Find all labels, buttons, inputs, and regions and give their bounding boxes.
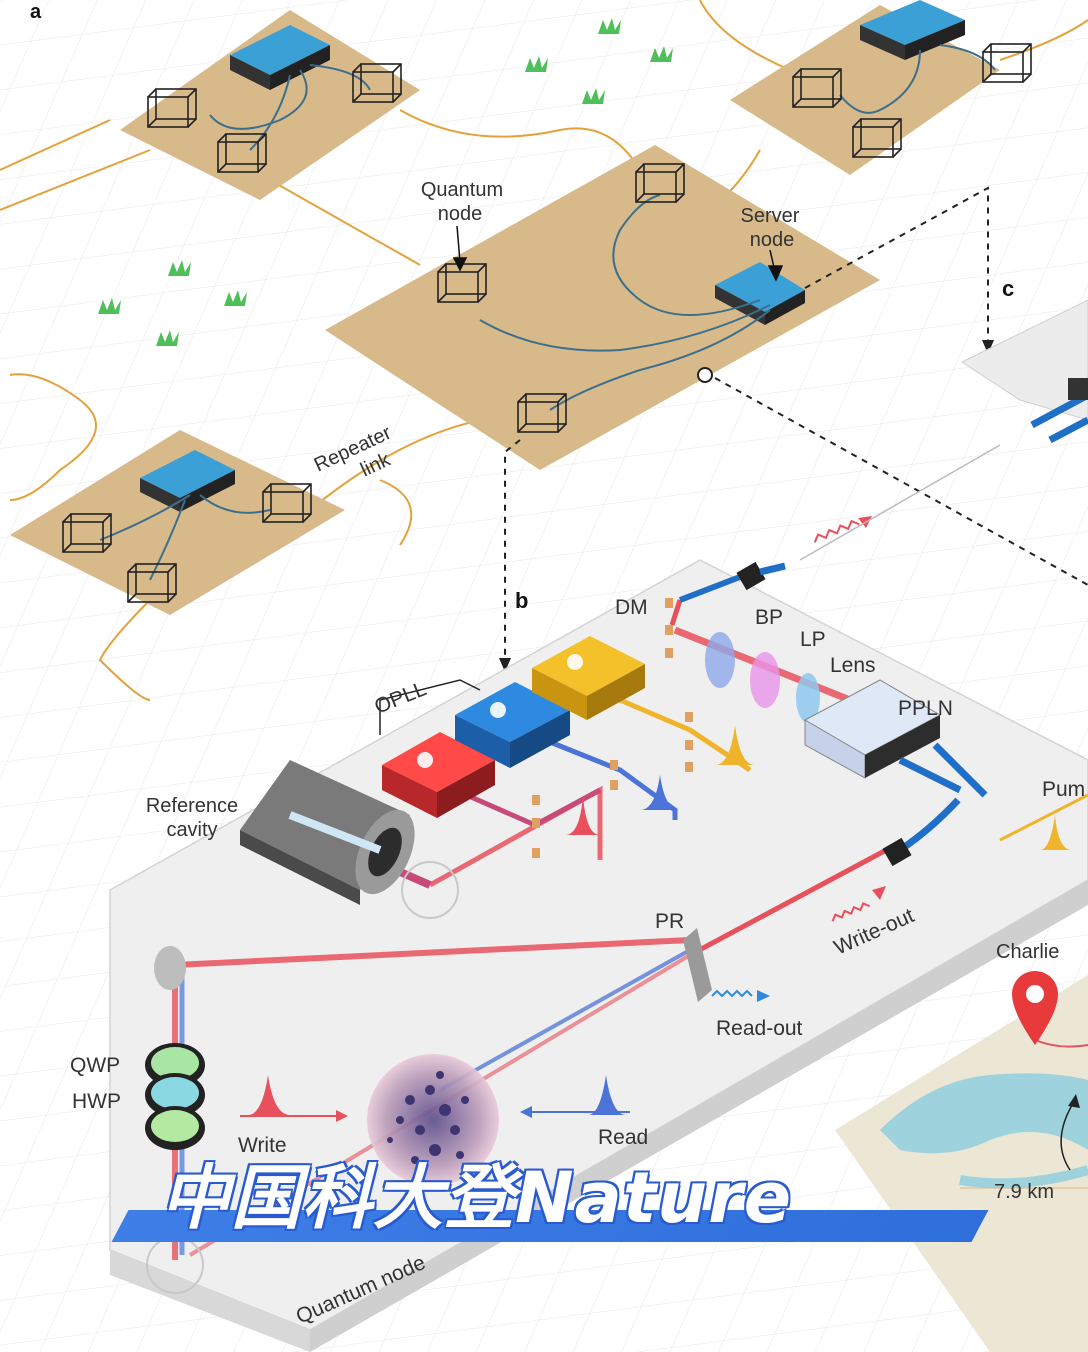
arrowhead-icon — [872, 886, 886, 900]
write-read-arrows — [240, 1106, 630, 1122]
dashed-connectors — [504, 186, 1088, 660]
ground-plate-bottom-left — [10, 430, 345, 615]
server-node-label: Server — [741, 205, 800, 227]
server-icon — [715, 262, 805, 325]
grass-icons — [98, 18, 673, 346]
map-inset — [835, 975, 1088, 1352]
panel-label-c: c — [1002, 276, 1014, 301]
lens-icon — [796, 673, 820, 723]
pr-label: PR — [655, 910, 684, 933]
panel-label-a: a — [30, 1, 42, 23]
ppln-crystal — [736, 561, 988, 867]
qwp-label: QWP — [70, 1054, 120, 1077]
ground-plate-center — [325, 145, 880, 470]
link-origin-marker — [697, 367, 713, 383]
banner-title: 中国科大登Nature — [160, 1157, 793, 1239]
guide-line — [799, 444, 1001, 561]
quantum-node-cubes — [62, 43, 1032, 603]
title-banner: 中国科大登Nature — [111, 1158, 989, 1248]
distance-label: 7.9 km — [994, 1181, 1054, 1203]
panel-c-platform — [960, 299, 1088, 444]
bp-label: BP — [755, 606, 783, 629]
read-label: Read — [598, 1126, 648, 1149]
arrowhead-icon — [499, 658, 511, 672]
write-label: Write — [238, 1134, 287, 1157]
ppln-label: PPLN — [898, 697, 953, 720]
reference-cavity-icon — [240, 760, 459, 919]
pr-mirror — [683, 928, 712, 1002]
quantum-node-label: Quantum — [421, 179, 503, 201]
reference-cavity-label-line2: cavity — [166, 819, 217, 841]
laser-yellow — [532, 636, 645, 720]
location-pin-icon — [1012, 971, 1058, 1045]
photon-icons — [711, 519, 871, 998]
wave-plates — [145, 1043, 205, 1294]
mirror-icon — [154, 946, 186, 990]
server-node-label-line2: node — [750, 229, 795, 251]
arrowhead-icon — [757, 990, 770, 1002]
lp-label: LP — [800, 628, 826, 651]
pulse-icons — [248, 725, 1072, 1115]
arrowhead-icon — [982, 340, 994, 354]
quantum-node-label-line2: node — [438, 203, 483, 225]
reference-cavity-label: Reference — [146, 795, 238, 817]
bandpass-filter — [705, 632, 735, 688]
lens-label: Lens — [830, 654, 876, 677]
server-icon — [230, 25, 330, 90]
server-icon — [140, 450, 235, 512]
beam-splitters — [532, 598, 693, 858]
annotation-arrows — [452, 225, 784, 282]
laser-red — [382, 732, 495, 818]
read-out-label: Read-out — [716, 1017, 803, 1040]
hwp-label: HWP — [72, 1090, 121, 1113]
dm-label: DM — [615, 596, 648, 619]
panel-label-b: b — [515, 588, 528, 613]
ground-plate-top-left — [120, 10, 420, 200]
pump-label: Pum — [1042, 778, 1085, 801]
longpass-filter — [750, 652, 780, 708]
charlie-label: Charlie — [996, 941, 1059, 963]
laser-blue — [455, 682, 570, 768]
fiber-links — [0, 0, 1088, 701]
opll-loop — [379, 679, 481, 735]
atom-ensemble — [367, 1054, 499, 1186]
network-panel: Quantum node Server node Repeater link — [0, 0, 1088, 701]
